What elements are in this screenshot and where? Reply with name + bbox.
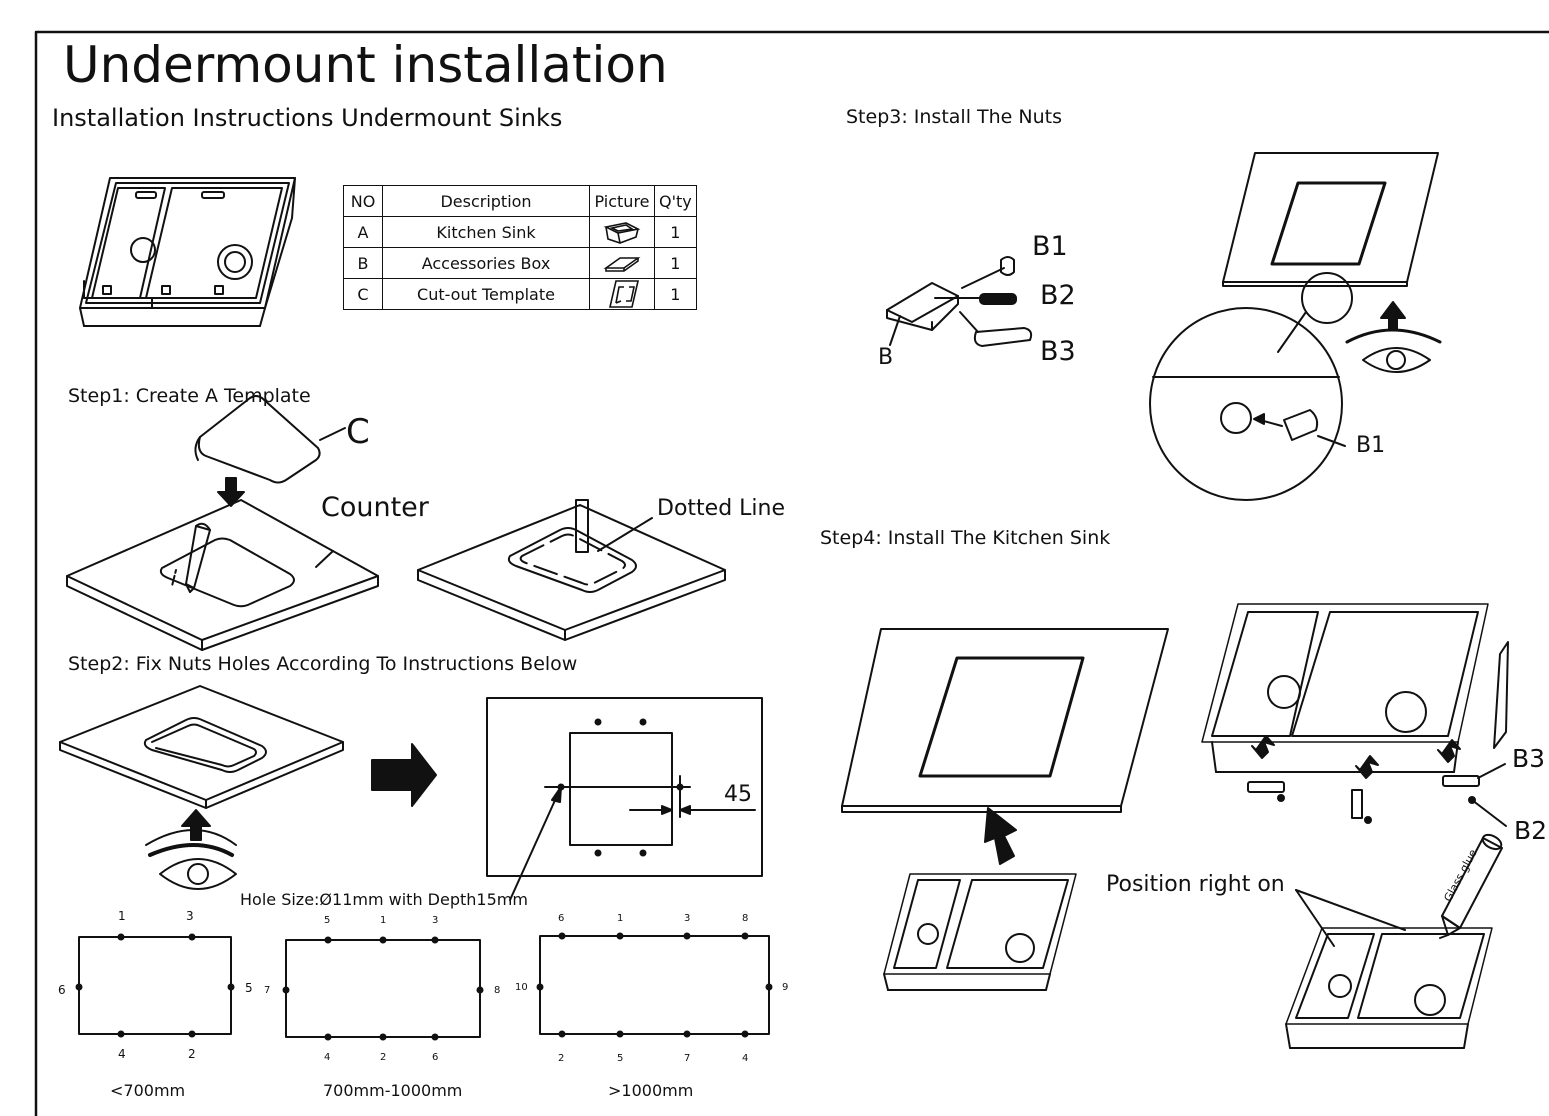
layout-caption-small: <700mm [110, 1081, 186, 1100]
hole-label: 6 [432, 1052, 439, 1063]
hole-label: 1 [380, 915, 387, 926]
step3-arrow-up [1380, 301, 1406, 331]
layout-box-small [75, 933, 235, 1038]
position-pointer-2 [1295, 889, 1406, 931]
hole-label: 1 [118, 909, 126, 923]
sheet-border [34, 30, 1549, 1116]
sink-illustration-right [1201, 603, 1509, 773]
step2-counter [59, 685, 344, 809]
row-description: Cut-out Template [382, 278, 590, 310]
layout-caption-medium: 700mm-1000mm [323, 1081, 463, 1100]
page-title: Undermount installation [63, 36, 668, 94]
row-no: A [343, 216, 383, 248]
step3-label-b3: B3 [1040, 336, 1076, 367]
step1-label-c: C [346, 412, 370, 452]
step3-label-b1: B1 [1032, 231, 1068, 262]
hole-label: 4 [118, 1047, 126, 1061]
step1-title: Step1: Create A Template [68, 385, 311, 407]
step1-label-counter: Counter [321, 492, 429, 523]
page-subtitle: Installation Instructions Undermount Sin… [52, 104, 563, 132]
sink-icon [589, 216, 655, 248]
table-header-row: NO Description Picture Q'ty [343, 185, 697, 217]
step1-template-sheet [194, 395, 346, 484]
hole-label: 8 [742, 913, 749, 924]
step1-counter-left [66, 499, 379, 651]
step3-title: Step3: Install The Nuts [846, 106, 1063, 128]
eye-icon-step2 [145, 829, 237, 890]
parts-table: NO Description Picture Q'ty A Kitchen Si… [343, 185, 697, 310]
sink-illustration-glue [1285, 927, 1493, 1049]
table-row: B Accessories Box 1 [343, 247, 697, 279]
layout-box-medium [282, 936, 484, 1041]
hole-label: 4 [324, 1052, 331, 1063]
box-icon [589, 247, 655, 279]
sink-illustration-top [79, 177, 296, 327]
hole-label: 1 [617, 913, 624, 924]
hole-label: 4 [742, 1053, 749, 1064]
step4-label-b2: B2 [1514, 816, 1548, 845]
header-picture: Picture [589, 185, 655, 217]
glue-tube [1439, 833, 1503, 939]
hole-label: 3 [684, 913, 691, 924]
row-description: Kitchen Sink [382, 216, 590, 248]
step4-position-text: Position right on [1106, 872, 1285, 897]
step4-counter [841, 628, 1169, 813]
step4-arrow-up [984, 807, 1017, 865]
table-row: A Kitchen Sink 1 [343, 216, 697, 248]
row-no: B [343, 247, 383, 279]
step2-title: Step2: Fix Nuts Holes According To Instr… [68, 653, 578, 675]
hole-label: 3 [432, 915, 439, 926]
hole-label: 2 [188, 1047, 196, 1061]
row-qty: 1 [654, 216, 697, 248]
hole-label: 2 [558, 1053, 565, 1064]
row-qty: 1 [654, 278, 697, 310]
hole-label: 6 [58, 983, 66, 997]
hole-label: 5 [324, 915, 331, 926]
header-description: Description [382, 185, 590, 217]
step2-hole-diagram [486, 697, 763, 901]
eye-icon-step3 [1345, 328, 1442, 373]
hole-label: 7 [684, 1053, 691, 1064]
hole-label: 8 [494, 985, 501, 996]
step2-hole-size: Hole Size:Ø11mm with Depth15mm [240, 890, 528, 909]
step2-dimension: 45 [724, 782, 752, 807]
hole-label: 3 [186, 909, 194, 923]
row-qty: 1 [654, 247, 697, 279]
row-description: Accessories Box [382, 247, 590, 279]
step4-title: Step4: Install The Kitchen Sink [820, 527, 1111, 549]
template-icon [589, 278, 655, 310]
step1-label-dotted: Dotted Line [657, 496, 785, 521]
hole-label: 6 [558, 913, 565, 924]
step3-counter-underside [1149, 152, 1439, 501]
hole-label: 10 [515, 982, 528, 993]
table-row: C Cut-out Template 1 [343, 278, 697, 310]
hole-label: 9 [782, 982, 789, 993]
hole-label: 2 [380, 1052, 387, 1063]
step1-counter-right [417, 499, 726, 641]
step1-arrow-down [217, 477, 245, 507]
layout-caption-large: >1000mm [608, 1081, 694, 1100]
hole-label: 5 [245, 981, 253, 995]
step3-detail-label-b1: B1 [1356, 433, 1386, 458]
position-pointer-1 [1295, 889, 1335, 947]
hole-label: 7 [264, 985, 271, 996]
header-no: NO [343, 185, 383, 217]
sink-illustration-bottom [883, 873, 1077, 991]
clips-step4 [1247, 735, 1507, 827]
row-no: C [343, 278, 383, 310]
step4-label-b3: B3 [1512, 744, 1546, 773]
step2-arrow-up [181, 809, 211, 841]
header-qty: Q'ty [654, 185, 697, 217]
step3-accessories-box [886, 256, 1033, 347]
step3-label-b2: B2 [1040, 280, 1076, 311]
step3-label-b: B [878, 345, 894, 370]
hole-label: 5 [617, 1053, 624, 1064]
step2-big-arrow-right [371, 743, 437, 807]
layout-box-large [536, 932, 773, 1038]
